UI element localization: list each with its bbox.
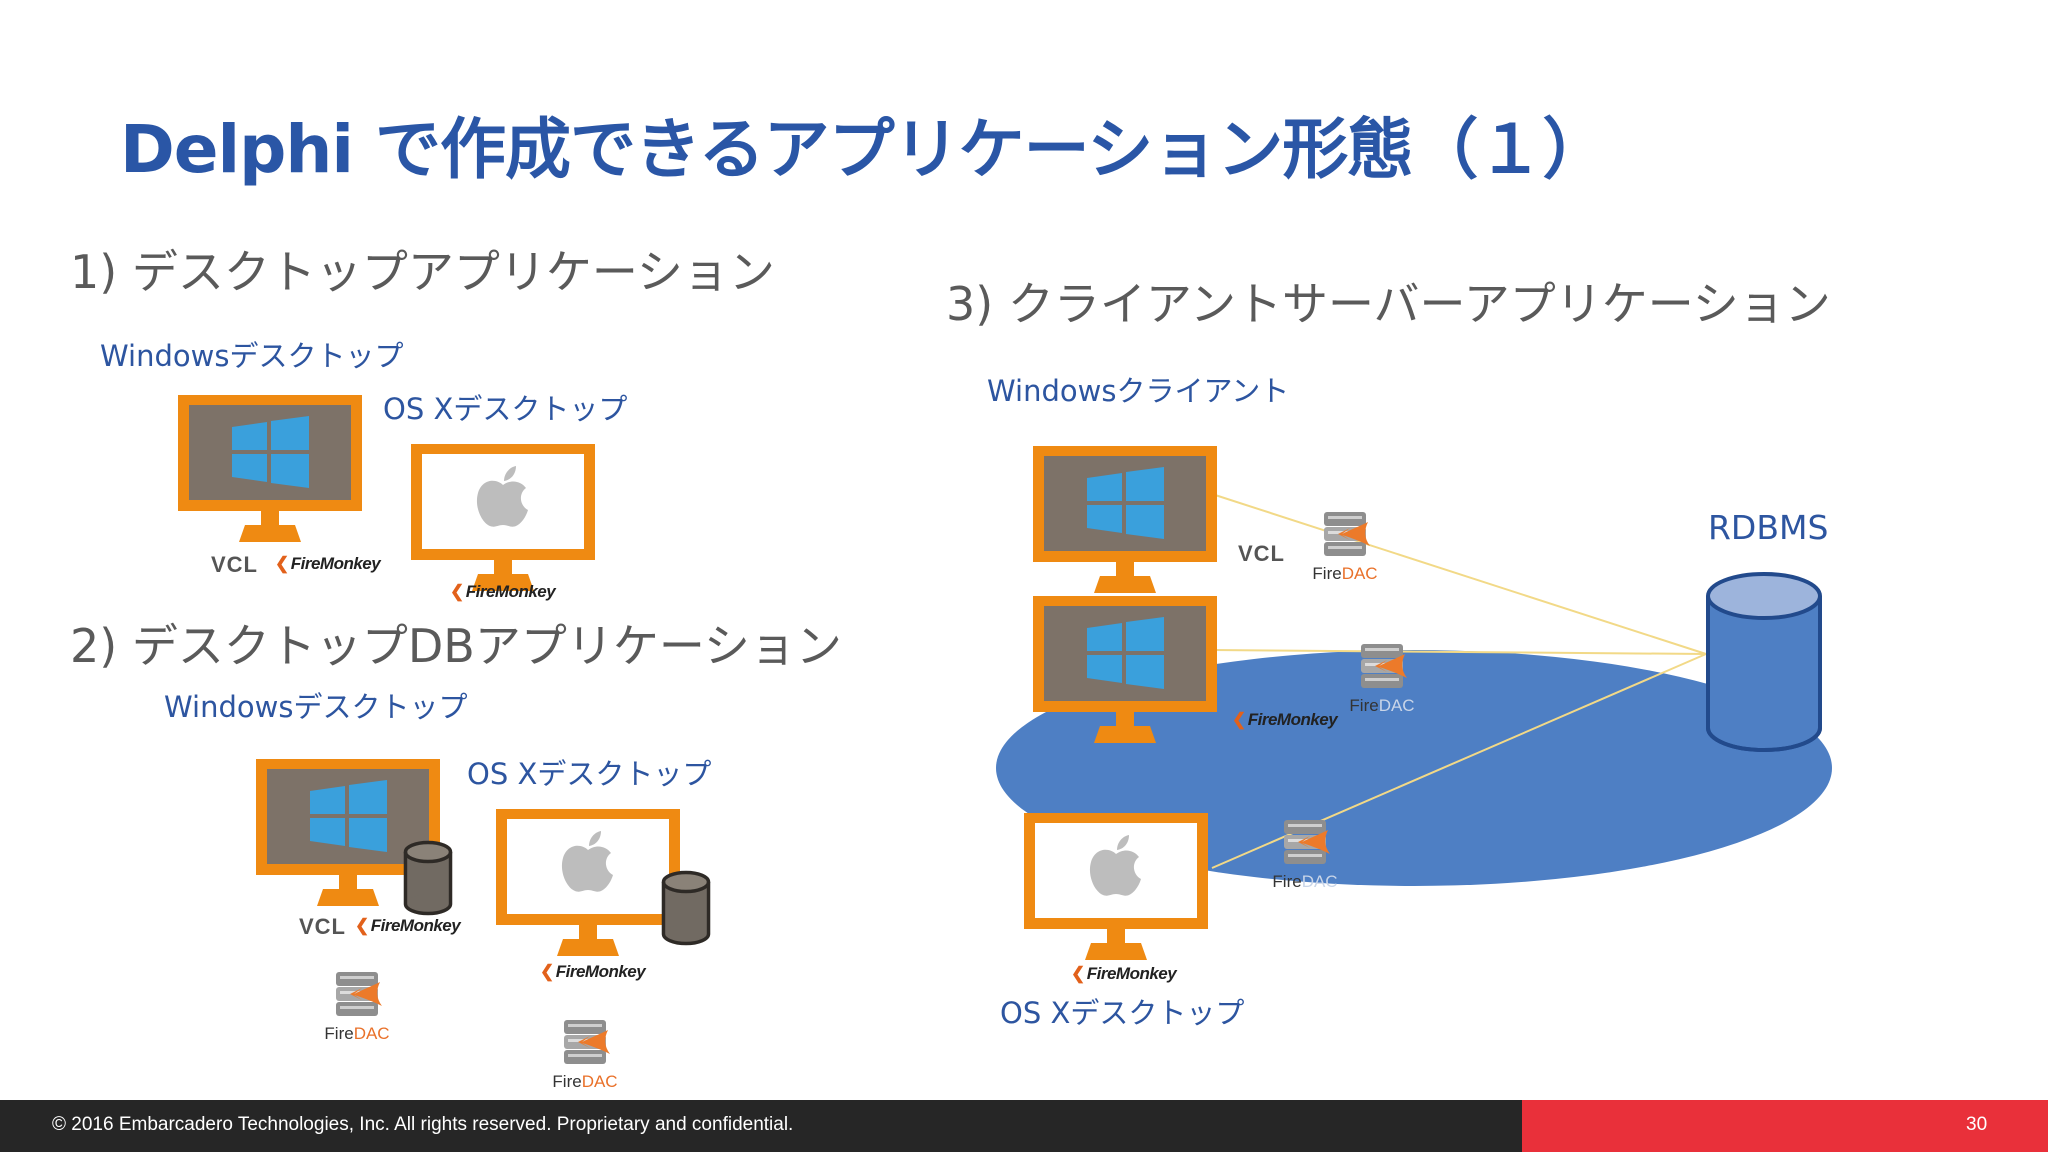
section1-windows-label: Windowsデスクトップ [100,339,404,373]
mac-monitor-icon [493,806,683,966]
section1-heading: 1) デスクトップアプリケーション [70,245,775,299]
footer-accent [1522,1100,2048,1152]
mac-monitor-icon [1021,810,1211,970]
windows-monitor-icon [175,392,365,552]
section2-windows-label: Windowsデスクトップ [164,690,468,724]
rdbms-label: RDBMS [1708,508,1829,547]
firemonkey-logo: FireMonkey [355,916,461,936]
slide-title: Delphi で作成できるアプリケーション形態（１） [120,111,1608,188]
firedac-icon: FireDAC [1310,508,1380,588]
vcl-logo: VCL [299,914,346,939]
copyright-text: © 2016 Embarcadero Technologies, Inc. Al… [52,1114,794,1135]
section1-osx-label: OS Xデスクトップ [383,392,628,426]
firemonkey-logo: FireMonkey [275,554,381,574]
rdbms-cylinder-icon [1706,572,1822,752]
database-cylinder-icon [660,868,712,948]
vcl-logo: VCL [1238,541,1285,566]
firedac-icon: FireDAC [322,968,392,1048]
firemonkey-logo: FireMonkey [1232,710,1338,730]
database-cylinder-icon [402,838,454,918]
mac-monitor-icon [408,441,598,601]
section2-heading: 2) デスクトップDBアプリケーション [70,619,842,673]
section3-windows-label: Windowsクライアント [987,374,1290,408]
windows-monitor-icon [1030,443,1220,603]
page-number: 30 [1966,1114,1988,1135]
firedac-icon: FireDAC [550,1016,620,1096]
footer-bar [0,1100,1522,1152]
vcl-logo: VCL [211,552,258,577]
firemonkey-logo: FireMonkey [450,582,556,602]
section3-heading: 3) クライアントサーバーアプリケーション [946,277,1831,331]
firemonkey-logo: FireMonkey [1071,964,1177,984]
windows-monitor-icon [1030,593,1220,753]
section2-osx-label: OS Xデスクトップ [467,757,712,791]
section3-osx-label: OS Xデスクトップ [1000,996,1245,1030]
firedac-icon: FireDAC [1347,640,1417,720]
firemonkey-logo: FireMonkey [540,962,646,982]
firedac-icon: FireDAC [1270,816,1340,896]
connection-line [1211,649,1707,655]
connection-line [1211,493,1707,655]
